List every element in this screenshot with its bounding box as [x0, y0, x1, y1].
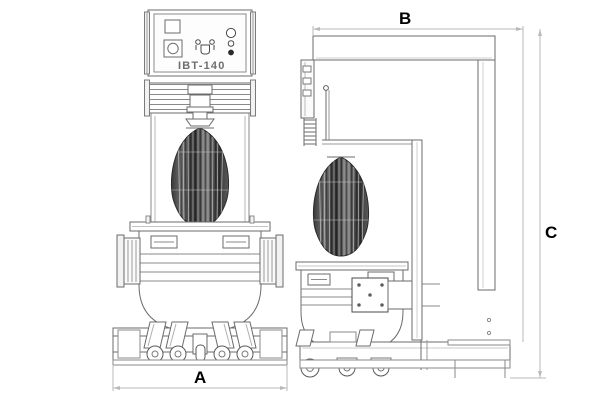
power-button-icon [228, 49, 234, 56]
side-bowl-rim [295, 261, 409, 271]
dimension-label-a: A [194, 368, 207, 387]
front-control-panel [144, 9, 256, 77]
dimension-lines-group [112, 26, 546, 391]
front-bowl-brackets [116, 234, 284, 288]
side-whisk-agitator [312, 156, 370, 257]
side-view-group [295, 35, 511, 378]
emergency-stop-button-icon [225, 27, 237, 39]
dimension-line-C [510, 29, 546, 379]
front-whisk-agitator [170, 127, 230, 227]
dimension-label-c: C [545, 223, 558, 242]
model-designation-label: IBT-140 [178, 60, 226, 72]
front-view-group [112, 9, 288, 366]
status-lamp-icon [227, 40, 235, 47]
dimension-line-A [112, 366, 288, 391]
indicator-lamp-right-icon [209, 39, 215, 45]
front-trolley-base [112, 321, 288, 366]
front-mixing-bowl [138, 230, 262, 333]
side-control-box [300, 59, 420, 146]
dimension-line-B [312, 26, 524, 342]
indicator-lamp-left-icon [195, 39, 201, 45]
dimension-label-b: B [399, 9, 412, 28]
rotary-knob-icon [167, 42, 179, 55]
display-window-icon [164, 19, 181, 34]
side-trolley-base [295, 329, 511, 378]
front-louver-vent [144, 79, 256, 222]
side-gearbox-housing [351, 139, 440, 341]
selector-switch-icon [200, 44, 210, 55]
